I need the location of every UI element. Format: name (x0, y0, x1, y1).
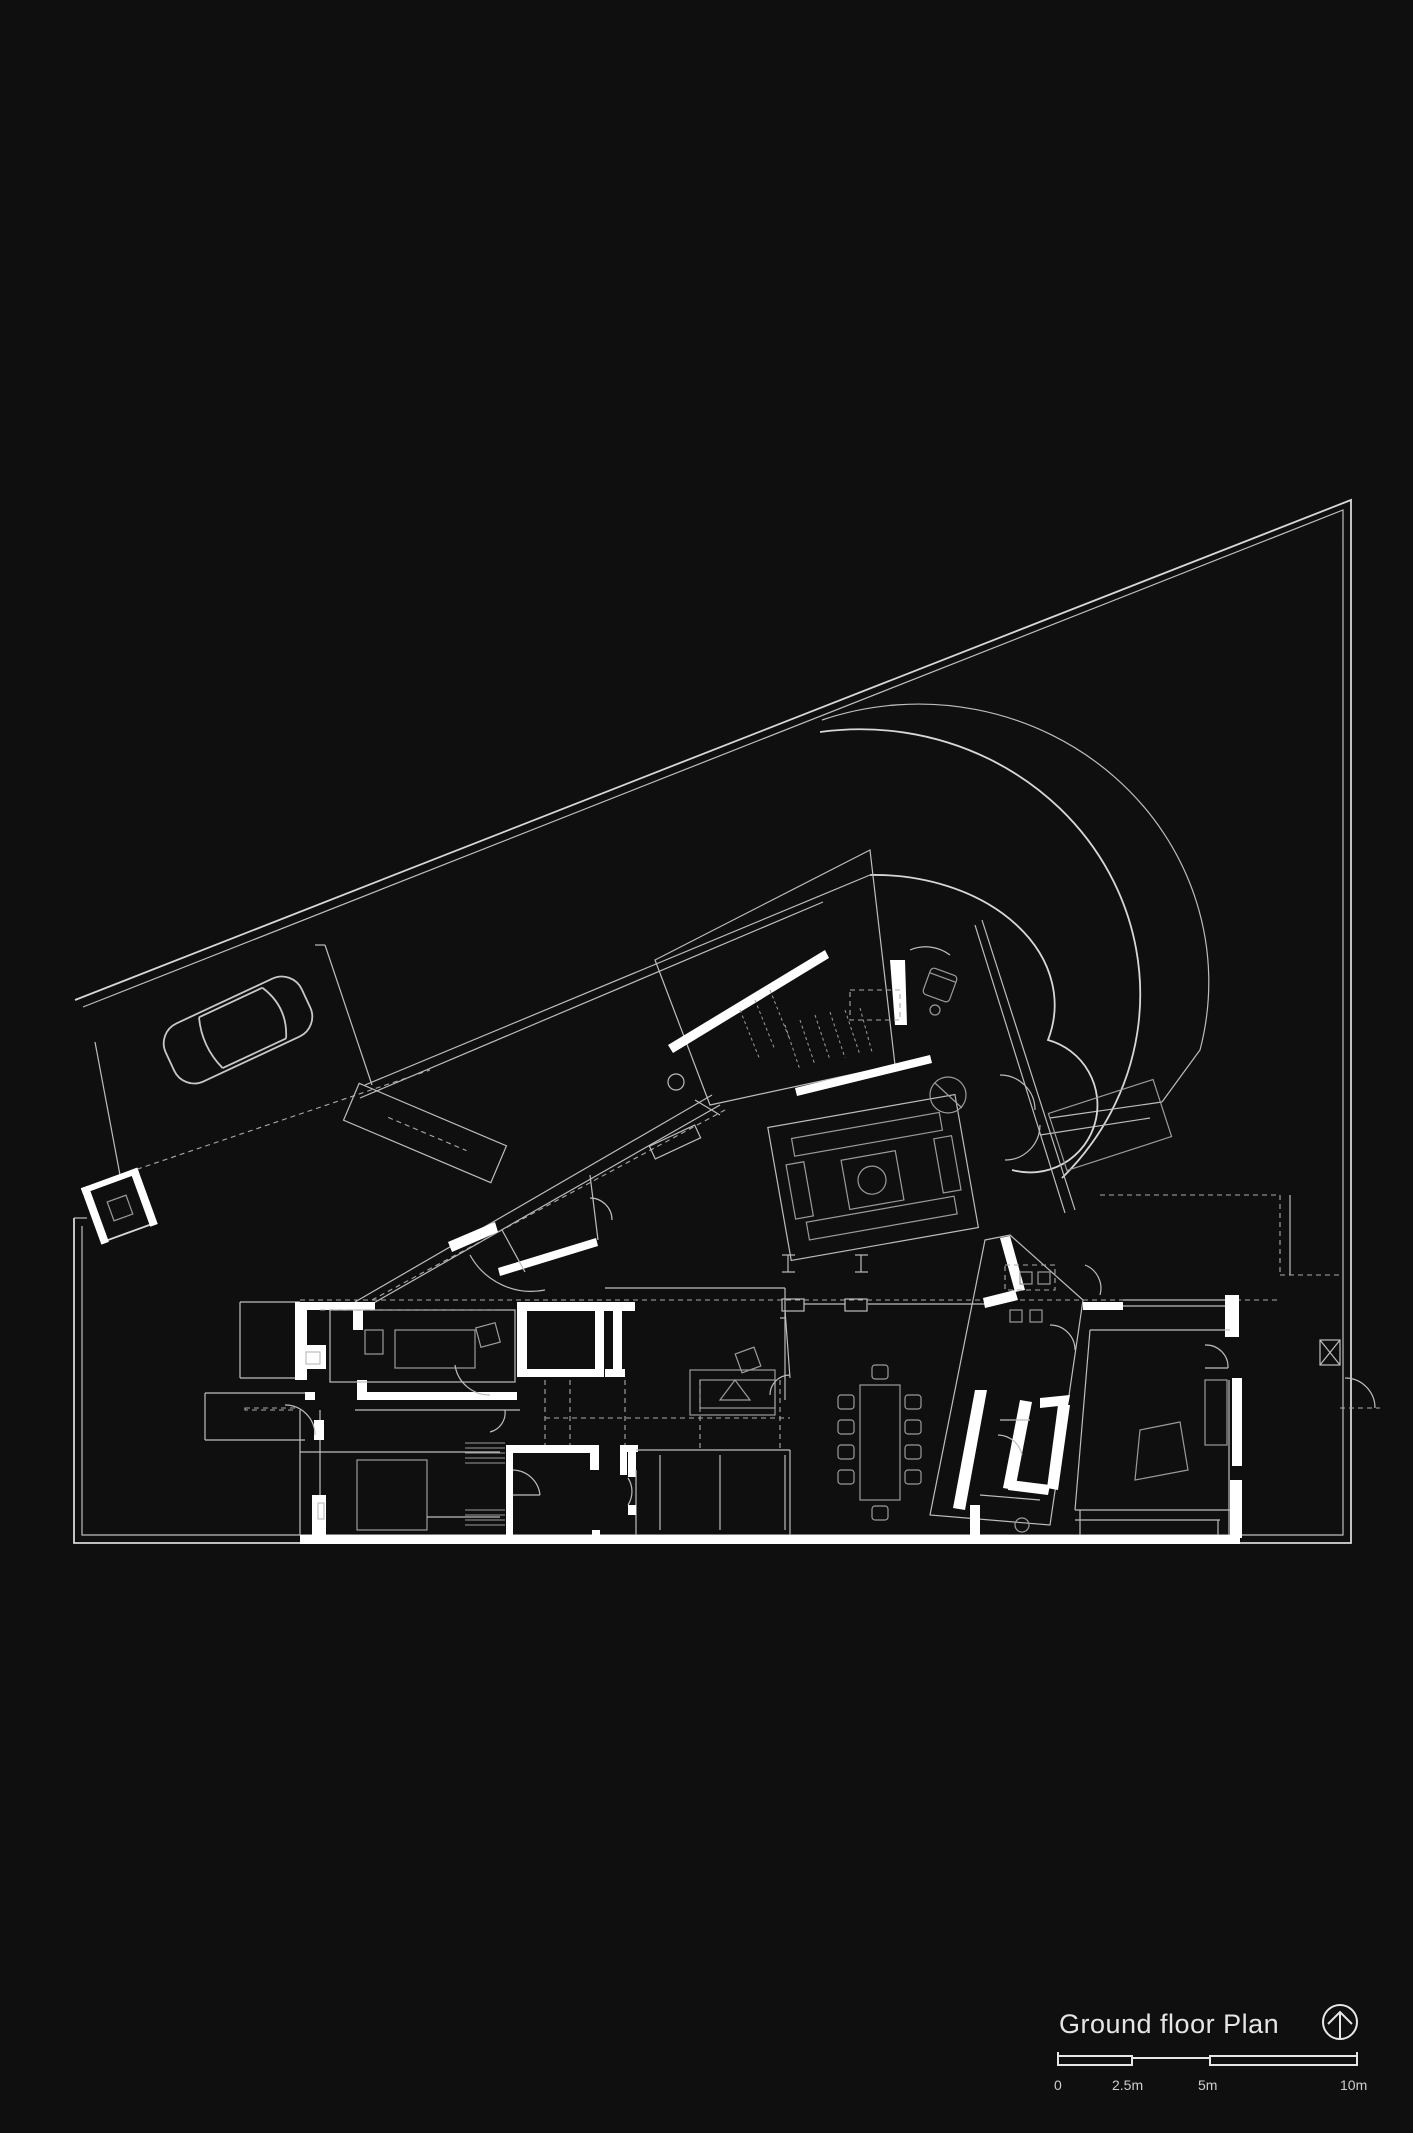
north-arrow-icon (1322, 2004, 1358, 2040)
angled-corridor (342, 1082, 726, 1309)
car-parking (94, 944, 431, 1176)
pergola (342, 1082, 508, 1184)
living-room (767, 1074, 1173, 1262)
scale-label-5m: 5m (1198, 2077, 1217, 2093)
scale-label-10m: 10m (1340, 2077, 1367, 2093)
right-wing (1074, 1194, 1380, 1538)
plan-title: Ground floor Plan (1059, 2009, 1279, 2039)
scale-bar: 0 2.5m 5m 10m (1054, 2052, 1367, 2093)
guard-hut (80, 1167, 158, 1245)
armchair (922, 967, 958, 1003)
car-icon (162, 975, 314, 1085)
scale-label-2-5m: 2.5m (1112, 2077, 1143, 2093)
driveway (359, 703, 1210, 1179)
staircase (654, 849, 1076, 1214)
angled-wing (929, 1234, 1102, 1540)
scale-label-0: 0 (1054, 2077, 1062, 2093)
dining-room (781, 1254, 985, 1521)
site-boundary (73, 498, 1352, 1544)
main-block (204, 1287, 1280, 1544)
